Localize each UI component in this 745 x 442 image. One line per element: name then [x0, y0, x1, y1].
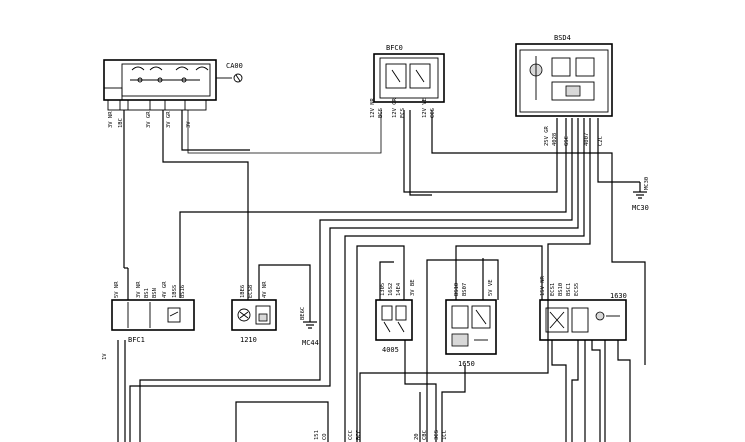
- ca00-label: CA00: [226, 62, 243, 70]
- c1650-wire-labels: BS10 BS07 5V VE: [454, 279, 494, 296]
- bottom-wire-label: BCC: [356, 430, 362, 440]
- bsd4-wire-label: 25V GR: [544, 125, 550, 146]
- bottom-wire-label: CCC: [348, 430, 354, 440]
- ca00-wire-labels: 3V NR 1BC 3V GR 3V GR 3V: [108, 111, 192, 128]
- ca00-wire-label: 1BC: [118, 118, 124, 128]
- c1630-wire-label: BSC1: [566, 283, 572, 296]
- bfc1-wire-label: BSN: [152, 288, 158, 298]
- bfc0-wire-label: 12V VE: [422, 98, 428, 118]
- component-bfc1: BFC1 1V: [102, 299, 195, 360]
- mc44-wire-label: BE6C: [300, 307, 306, 320]
- bfc1-wire-label: 1BSS: [172, 285, 178, 298]
- bfc1-label: BFC1: [128, 336, 145, 344]
- c1630-wire-label: BS10: [558, 283, 564, 296]
- component-1650: 1650: [445, 299, 497, 368]
- c1210-wire-label: 4V NR: [262, 281, 268, 298]
- bfc1-wire-label: 4V GR: [162, 281, 168, 298]
- bfc1-wire-labels: 5V NR 3V NR BS1 BSN 4V GR 1BSS BS16: [114, 281, 186, 298]
- mc44-label: MC44: [302, 339, 319, 347]
- bsd4-wire-labels: 25V GR 4028 GSC 4007 C2C: [544, 125, 604, 146]
- mc30-wire-label: MC30: [644, 177, 650, 190]
- c4005-wire-label: 1305: [380, 283, 386, 296]
- c1210-wire-labels: 1BE6 ECS8 4V NR: [240, 281, 268, 298]
- wires: [117, 110, 646, 442]
- c1630-wire-labels: 15V NR ECS1 BS10 BSC1 ECS5: [540, 275, 580, 296]
- bfc0-wire-label: 12V GR: [392, 97, 398, 118]
- ca00-wire-label: 3V GR: [146, 111, 152, 128]
- c1630-wire-label: ECS5: [574, 283, 580, 296]
- bfc0-wire-label: ECS: [400, 108, 406, 118]
- c1650-wire-label: BS07: [462, 283, 468, 296]
- c1630-wire-label: 15V NR: [540, 275, 546, 296]
- bfc1-wire-label: 3V NR: [136, 281, 142, 298]
- bfc0-wire-label: CCS: [430, 108, 436, 118]
- ground-mc30: MC30 MC30: [632, 177, 650, 212]
- bottom-wire-label: 1CC: [442, 430, 448, 440]
- bottom-wire-label: 151: [314, 430, 320, 440]
- component-1210: 1210: [231, 299, 277, 344]
- c4005-wire-label: 14E4: [396, 282, 402, 296]
- c1630-label: 1630: [610, 292, 627, 300]
- bottom-wire-labels: 151 CO CCC BCC 20 CBC 3CS 1CC: [314, 430, 448, 440]
- component-1630: 1630: [539, 292, 627, 341]
- bottom-wire-label: 20: [414, 433, 420, 440]
- c1210-wire-label: 1BE6: [240, 285, 246, 298]
- ca00-wire-label: 3V: [186, 121, 192, 128]
- bfc1-side-label: 1V: [102, 353, 108, 360]
- ca00-wire-label: 3V GR: [166, 111, 172, 128]
- ca00-wire-label: 3V NR: [108, 111, 114, 128]
- bottom-wire-label: CO: [322, 433, 328, 440]
- bfc0-wire-label: BCS: [378, 108, 384, 118]
- bottom-wire-label: 3CS: [434, 430, 440, 440]
- component-bfc0: BFC0: [373, 44, 445, 103]
- bsd4-wire-label: C2C: [598, 136, 604, 146]
- component-ca00: CA00: [103, 59, 243, 111]
- bsd4-label: BSD4: [554, 34, 571, 42]
- c1210-label: 1210: [240, 336, 257, 344]
- bsd4-wire-label: 4007: [584, 133, 590, 146]
- bfc0-label: BFC0: [386, 44, 403, 52]
- c1650-label: 1650: [458, 360, 475, 368]
- component-bsd4: BSD4: [515, 34, 613, 117]
- bsd4-wire-label: 4028: [552, 133, 558, 146]
- bottom-wire-label: CBC: [422, 430, 428, 440]
- bfc0-wire-labels: 12V NR BCS 12V GR ECS 12V VE CCS: [370, 97, 436, 118]
- component-4005: 4005: [375, 299, 413, 354]
- mc30-label: MC30: [632, 204, 649, 212]
- c1650-wire-label: BS10: [454, 283, 460, 296]
- bfc0-wire-label: 12V NR: [370, 97, 376, 118]
- c1650-wire-label: 5V VE: [488, 279, 494, 296]
- c4005-wire-label: 16S2: [388, 283, 394, 296]
- c4005-wire-labels: 1305 16S2 14E4 3V BE: [380, 279, 416, 296]
- c1210-wire-label: ECS8: [248, 285, 254, 298]
- ground-mc44: MC44 BE6C: [300, 307, 319, 347]
- c4005-wire-label: 3V BE: [410, 279, 416, 296]
- bfc1-wire-label: 5V NR: [114, 281, 120, 298]
- c1630-wire-label: ECS1: [550, 283, 556, 296]
- bfc1-wire-label: BS16: [180, 285, 186, 298]
- bfc1-wire-label: BS1: [144, 288, 150, 298]
- c4005-label: 4005: [382, 346, 399, 354]
- bsd4-wire-label: GSC: [564, 136, 570, 146]
